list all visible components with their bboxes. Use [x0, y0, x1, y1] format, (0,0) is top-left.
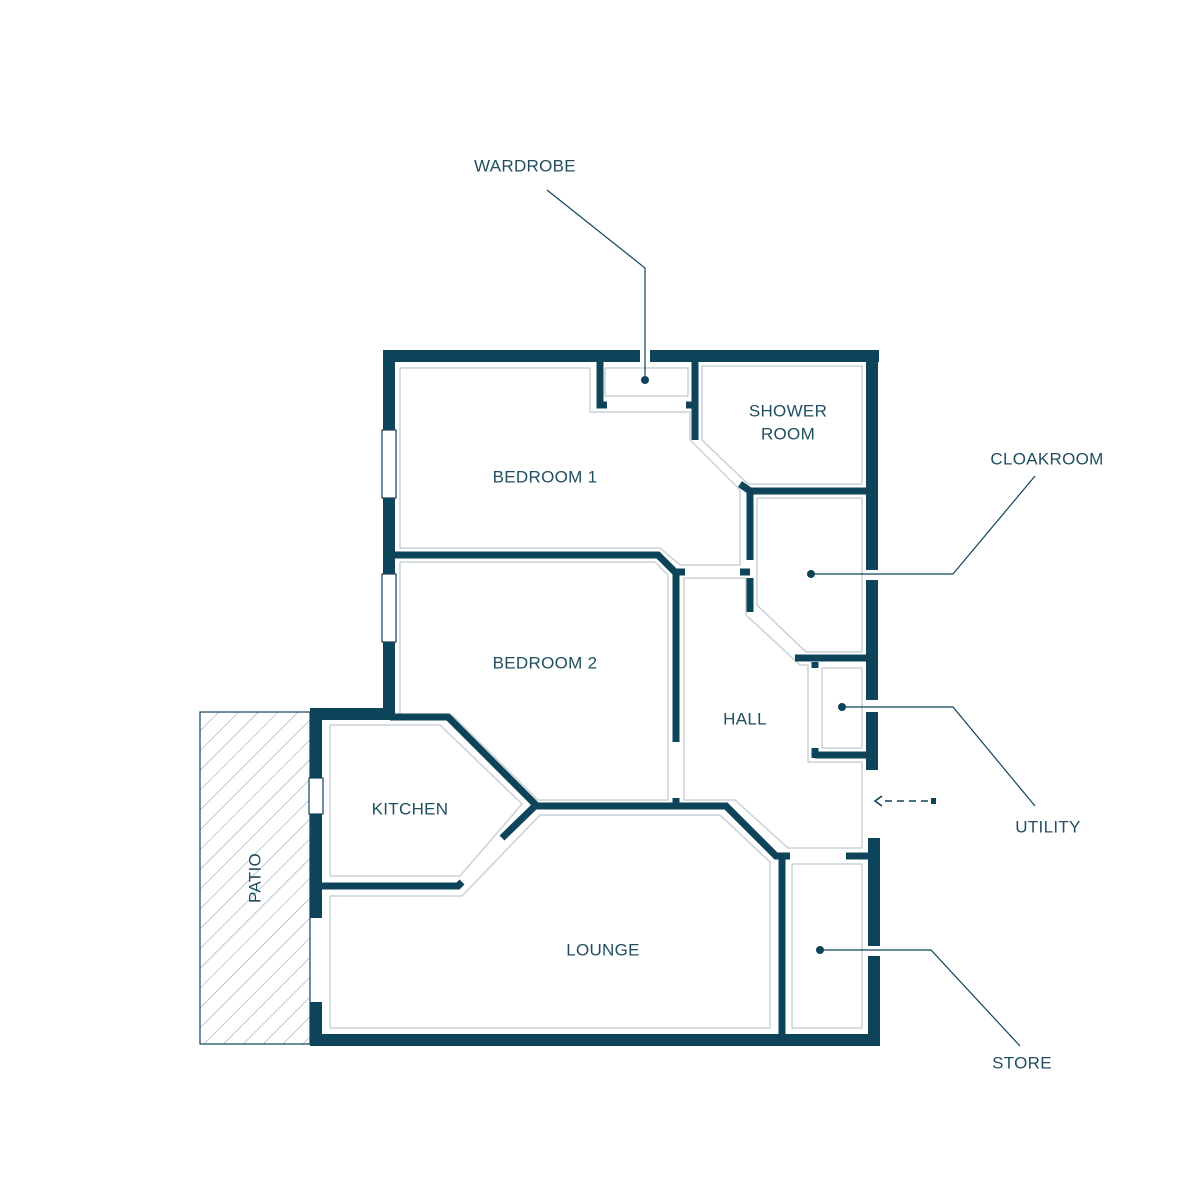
room-outlines — [329, 365, 863, 1029]
label-shower-line2: ROOM — [761, 424, 815, 443]
label-store: STORE — [992, 1053, 1052, 1072]
window-bedroom1 — [381, 429, 397, 499]
callout-labels: WARDROBE CLOAKROOM UTILITY STORE — [474, 156, 1103, 1072]
store-marker — [816, 946, 824, 954]
cloakroom-leader — [811, 475, 1036, 575]
store-leader — [820, 949, 1021, 1047]
window-bedroom2 — [381, 573, 397, 643]
label-cloakroom: CLOAKROOM — [990, 449, 1103, 468]
callout-leaders — [546, 189, 1036, 1047]
label-kitchen: KITCHEN — [372, 799, 449, 818]
label-bedroom1: BEDROOM 1 — [493, 467, 598, 486]
cloakroom-marker — [807, 570, 815, 578]
room-labels: BEDROOM 1 BEDROOM 2 SHOWER ROOM HALL KIT… — [245, 401, 827, 959]
label-hall: HALL — [723, 709, 767, 728]
outer-walls — [310, 350, 880, 1046]
label-bedroom2: BEDROOM 2 — [493, 653, 598, 672]
entrance-arrow-icon — [873, 795, 936, 807]
wardrobe-marker — [641, 376, 649, 384]
utility-leader — [842, 706, 1036, 807]
label-shower-line1: SHOWER — [749, 401, 827, 420]
wardrobe-leader — [546, 189, 646, 380]
label-wardrobe: WARDROBE — [474, 156, 576, 175]
window-kitchen — [308, 777, 324, 815]
label-patio: PATIO — [245, 853, 264, 903]
windows — [308, 429, 397, 815]
label-lounge: LOUNGE — [566, 940, 640, 959]
internal-walls — [322, 362, 868, 1036]
label-utility: UTILITY — [1015, 817, 1080, 836]
patio — [199, 711, 311, 1045]
utility-marker — [838, 703, 846, 711]
